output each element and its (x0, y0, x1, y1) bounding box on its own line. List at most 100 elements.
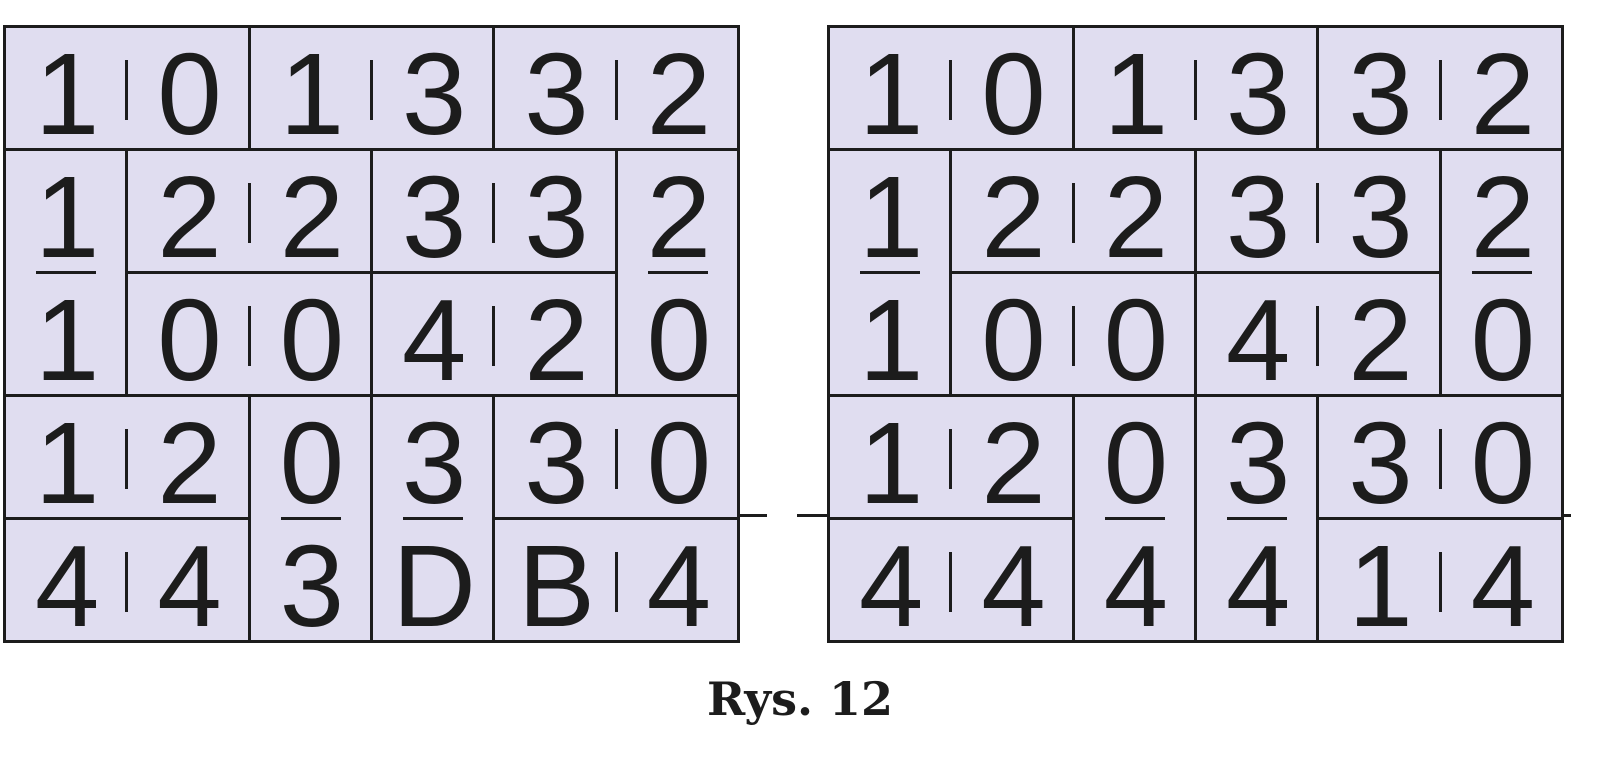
domino-half: 3 (1348, 397, 1413, 528)
domino-half: 3 (524, 151, 589, 282)
domino-half: 4 (1225, 520, 1291, 651)
domino-half: 0 (981, 28, 1046, 159)
domino-divider (492, 182, 496, 243)
domino-half: 0 (279, 397, 345, 528)
domino-half: 0 (157, 28, 222, 159)
domino-half: 2 (1470, 151, 1536, 282)
domino-divider (280, 517, 341, 520)
domino-half: 3 (279, 520, 345, 651)
domino-half: 3 (524, 397, 589, 528)
domino-half: 2 (646, 28, 712, 159)
domino-half: 4 (1225, 274, 1291, 405)
domino-half: 0 (1470, 397, 1536, 528)
domino-divider (403, 517, 464, 520)
domino-half: 4 (1103, 520, 1169, 651)
domino-half: 2 (157, 151, 222, 282)
domino-half: 3 (1348, 151, 1413, 282)
domino-half: 3 (1225, 151, 1291, 282)
domino-divider (949, 551, 953, 612)
domino-half: 3 (1225, 397, 1291, 528)
domino-half: 4 (157, 520, 222, 651)
domino-divider (125, 551, 129, 612)
domino-half: 1 (1103, 28, 1169, 159)
domino-half: 1 (279, 28, 345, 159)
domino-divider (614, 59, 618, 120)
domino-divider (1438, 428, 1442, 489)
domino-half: 3 (1225, 28, 1291, 159)
domino-half: 2 (279, 151, 345, 282)
domino-half: 3 (401, 28, 467, 159)
domino-half: 4 (401, 274, 467, 405)
domino-half: 0 (1470, 274, 1536, 405)
domino-half: 2 (981, 151, 1046, 282)
connector-tick (797, 514, 827, 517)
domino-half: 1 (858, 397, 924, 528)
domino-half: 2 (524, 274, 589, 405)
domino-half: 3 (401, 397, 467, 528)
domino-half: 3 (1348, 28, 1413, 159)
domino-half: 0 (1103, 274, 1169, 405)
domino-half: 1 (1348, 520, 1413, 651)
domino-divider (949, 59, 953, 120)
domino-divider (1071, 305, 1075, 366)
connector-tick (1561, 514, 1571, 517)
domino-half: 0 (279, 274, 345, 405)
domino-half: 2 (1348, 274, 1413, 405)
domino-half: 4 (1470, 520, 1536, 651)
domino-half: 2 (157, 397, 222, 528)
domino-half: B (517, 520, 596, 651)
domino-half: 3 (524, 28, 589, 159)
domino-divider (1227, 517, 1288, 520)
domino-half: 1 (34, 397, 100, 528)
domino-half: 1 (858, 28, 924, 159)
figure-caption: Rys. 12 (706, 672, 894, 726)
domino-divider (1071, 182, 1075, 243)
domino-divider (125, 59, 129, 120)
domino-divider (369, 59, 373, 120)
domino-half: 0 (981, 274, 1046, 405)
domino-half: 1 (34, 28, 100, 159)
domino-divider (614, 428, 618, 489)
domino-divider (1316, 182, 1320, 243)
domino-divider (1438, 551, 1442, 612)
domino-half: 1 (858, 151, 924, 282)
domino-half: D (392, 520, 477, 651)
domino-half: 2 (1103, 151, 1169, 282)
domino-half: 1 (858, 274, 924, 405)
domino-divider (1316, 305, 1320, 366)
domino-divider (492, 305, 496, 366)
domino-half: 0 (646, 274, 712, 405)
domino-half: 2 (1470, 28, 1536, 159)
domino-half: 1 (34, 274, 100, 405)
domino-half: 0 (646, 397, 712, 528)
domino-half: 4 (981, 520, 1046, 651)
domino-divider (647, 271, 708, 274)
domino-divider (949, 428, 953, 489)
domino-divider (1471, 271, 1532, 274)
